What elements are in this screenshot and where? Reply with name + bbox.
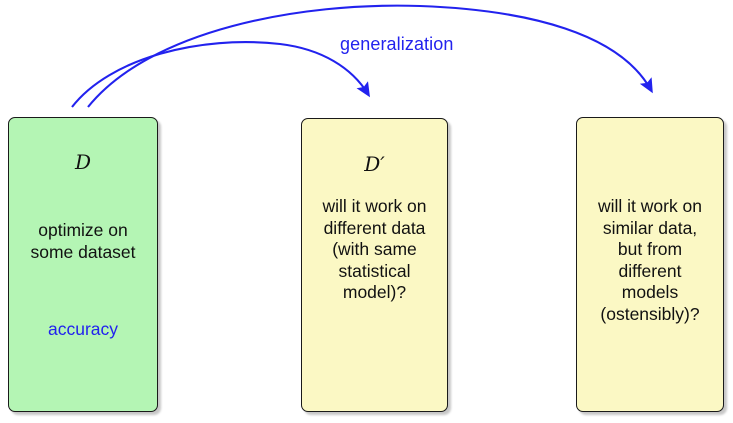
accuracy-label: accuracy	[47, 319, 119, 339]
different-models-box: will it work on similar data, but from d…	[576, 117, 724, 412]
arrow-to-different-data	[71, 41, 370, 108]
different-models-box-body: will it work on similar data, but from d…	[597, 196, 703, 324]
dataset-box: D optimize on some dataset accuracy	[8, 117, 158, 412]
dataset-box-title: D	[74, 150, 92, 174]
different-data-box: D′ will it work on different data (with …	[301, 118, 448, 412]
generalization-label: generalization	[340, 34, 454, 54]
different-data-box-body: will it work on different data (with sam…	[322, 196, 427, 302]
arrow-to-different-models	[87, 4, 653, 108]
different-data-box-title: D′	[364, 152, 385, 176]
dataset-box-body: optimize on some dataset	[30, 220, 136, 262]
